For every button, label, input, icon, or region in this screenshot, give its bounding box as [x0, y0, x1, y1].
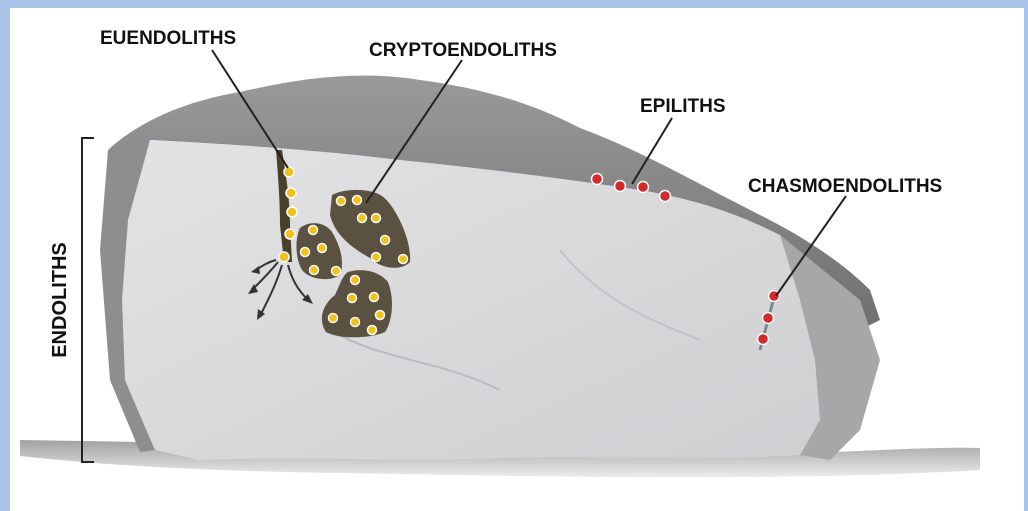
cell-yellow — [358, 214, 367, 223]
cell-yellow — [301, 248, 310, 257]
cell-yellow — [279, 252, 289, 262]
label-endoliths: ENDOLITHS — [49, 242, 71, 358]
cell-yellow — [351, 276, 360, 285]
cell-yellow — [284, 167, 294, 177]
label-euendoliths: EUENDOLITHS — [100, 28, 236, 49]
cell-yellow — [310, 266, 319, 275]
label-epiliths: EPILITHS — [640, 96, 726, 117]
cell-yellow — [376, 311, 385, 320]
endoliths-bracket — [82, 138, 94, 462]
cell-yellow — [370, 293, 379, 302]
cell-yellow — [348, 294, 357, 303]
label-chasmoendoliths: CHASMOENDOLITHS — [748, 176, 942, 197]
rock-cut-face — [122, 140, 820, 460]
cell-yellow — [286, 188, 296, 198]
cell-red — [592, 174, 603, 185]
cell-yellow — [381, 236, 390, 245]
cell-yellow — [372, 214, 381, 223]
cell-red — [660, 191, 671, 202]
cell-yellow — [329, 314, 338, 323]
cell-yellow — [399, 255, 408, 264]
cell-yellow — [318, 244, 327, 253]
cell-yellow — [351, 318, 360, 327]
cell-yellow — [353, 196, 362, 205]
cell-red — [615, 181, 626, 192]
cell-yellow — [285, 229, 295, 239]
cell-red — [758, 334, 769, 345]
label-cryptoendoliths: CRYPTOENDOLITHS — [369, 40, 557, 61]
cell-red — [638, 182, 649, 193]
cell-red — [763, 313, 774, 324]
cell-yellow — [287, 207, 297, 217]
cell-yellow — [337, 197, 346, 206]
cell-yellow — [368, 326, 377, 335]
cell-yellow — [372, 253, 381, 262]
cell-yellow — [332, 267, 341, 276]
cell-yellow — [309, 226, 318, 235]
